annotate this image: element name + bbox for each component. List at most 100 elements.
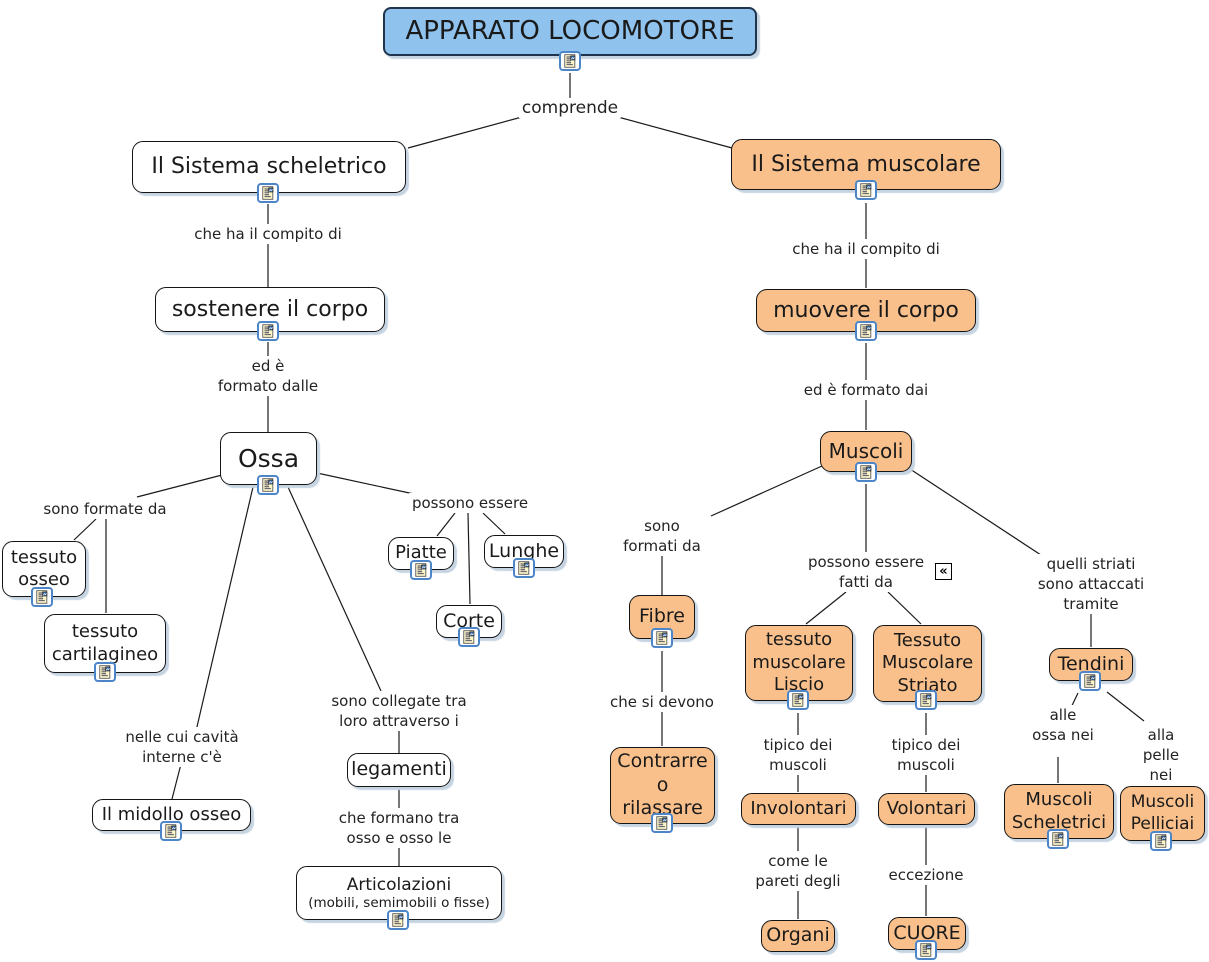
document-icon: [1051, 832, 1065, 846]
resource-icon[interactable]: [855, 180, 877, 200]
resource-icon[interactable]: [513, 558, 535, 578]
document-icon: [391, 913, 405, 927]
node-tessuto-muscolare-striato-label: Tessuto Muscolare Striato: [881, 629, 974, 696]
node-muovere-il-corpo-label: muovere il corpo: [773, 297, 959, 323]
edge-label-quelli-striati[interactable]: quelli striati sono attaccati tramite: [1034, 554, 1148, 614]
resource-icon[interactable]: [915, 940, 937, 960]
document-icon: [791, 693, 805, 707]
edge-label-alle-ossa-nei[interactable]: alle ossa nei: [1029, 705, 1097, 745]
node-tessuto-muscolare-liscio-label: tessuto muscolare Liscio: [752, 629, 846, 696]
document-icon: [655, 816, 669, 830]
resource-icon[interactable]: [787, 690, 809, 710]
node-sostenere-il-corpo-label: sostenere il corpo: [171, 296, 369, 322]
node-cuore[interactable]: CUORE: [888, 917, 966, 950]
node-volontari-label: Volontari: [886, 797, 967, 819]
document-icon: [859, 183, 873, 197]
resource-icon[interactable]: [651, 813, 673, 833]
document-icon: [563, 54, 577, 68]
edge-label-comprende[interactable]: comprende: [518, 98, 622, 118]
resource-icon[interactable]: [559, 51, 581, 71]
edge-label-compito-dx[interactable]: che ha il compito di: [789, 239, 943, 259]
resource-icon[interactable]: [410, 560, 432, 580]
node-involontari[interactable]: Involontari: [741, 793, 856, 825]
node-sistema-muscolare[interactable]: Il Sistema muscolare: [731, 139, 1001, 190]
node-corte-label: Corte: [443, 609, 495, 632]
resource-icon[interactable]: [458, 627, 480, 647]
edge-label-alla-pelle-nei[interactable]: alla pelle nei: [1137, 725, 1185, 785]
node-lunghe-label: Lunghe: [488, 539, 560, 562]
document-icon: [919, 693, 933, 707]
node-legamenti-label: legamenti: [351, 758, 447, 781]
edge-label-che-formano[interactable]: che formano tra osso e osso le: [335, 808, 463, 848]
resource-icon[interactable]: [387, 910, 409, 930]
node-tessuto-cartilagineo-label: tessuto cartilagineo: [51, 621, 159, 665]
document-icon: [1083, 674, 1097, 688]
resource-icon[interactable]: [31, 587, 53, 607]
resource-icon[interactable]: [855, 321, 877, 341]
node-lunghe[interactable]: Lunghe: [484, 535, 564, 568]
document-icon: [164, 824, 178, 838]
node-volontari[interactable]: Volontari: [878, 793, 975, 825]
document-icon: [859, 324, 873, 338]
document-icon: [261, 324, 275, 338]
node-ossa-label: Ossa: [237, 443, 300, 473]
document-icon: [98, 665, 112, 679]
node-ossa[interactable]: Ossa: [220, 432, 317, 485]
edge-label-che-si-devono[interactable]: che si devono: [607, 692, 717, 712]
resource-icon[interactable]: [160, 821, 182, 841]
node-sistema-scheletrico-label: Il Sistema scheletrico: [151, 154, 387, 180]
resource-icon[interactable]: [915, 690, 937, 710]
edge-label-sono-collegate[interactable]: sono collegate tra loro attraverso i: [328, 691, 470, 731]
resource-icon[interactable]: [257, 475, 279, 495]
node-apparato-locomotore[interactable]: APPARATO LOCOMOTORE: [383, 7, 757, 56]
document-icon: [35, 590, 49, 604]
document-icon: [261, 186, 275, 200]
edge-label-nelle-cui-cavita[interactable]: nelle cui cavità interne c'è: [122, 727, 242, 767]
document-icon: [859, 465, 873, 479]
resource-icon[interactable]: [1079, 671, 1101, 691]
node-articolazioni-label: Articolazioni: [346, 874, 452, 895]
edge-label-sono-formate-da[interactable]: sono formate da: [40, 499, 170, 519]
resource-icon[interactable]: [651, 628, 673, 648]
node-fibre-label: Fibre: [639, 605, 685, 628]
edge-label-come-le-pareti[interactable]: come le pareti degli: [752, 851, 844, 891]
resource-icon[interactable]: [855, 462, 877, 482]
edge-label-tipico-2[interactable]: tipico dei muscoli: [888, 735, 964, 775]
node-muscoli-scheletrici-label: Muscoli Scheletrici: [1011, 789, 1107, 833]
edge-label-formato-dalle[interactable]: ed è formato dalle: [214, 356, 322, 396]
collapse-icon[interactable]: «: [935, 563, 952, 580]
node-piatte-label: Piatte: [395, 542, 447, 564]
resource-icon[interactable]: [1150, 831, 1172, 851]
edge-label-possono-essere[interactable]: possono essere: [408, 493, 532, 513]
node-contrarre-o-rilassare[interactable]: Contrarre o rilassare: [610, 747, 715, 824]
node-apparato-locomotore-label: APPARATO LOCOMOTORE: [405, 16, 735, 47]
node-sostenere-il-corpo[interactable]: sostenere il corpo: [155, 287, 385, 332]
edge-label-tipico-1[interactable]: tipico dei muscoli: [760, 735, 836, 775]
node-tessuto-muscolare-liscio[interactable]: tessuto muscolare Liscio: [745, 625, 853, 701]
document-icon: [655, 631, 669, 645]
node-tessuto-osseo-label: tessuto osseo: [10, 546, 78, 591]
node-tendini-label: Tendini: [1057, 652, 1125, 675]
node-tessuto-cartilagineo[interactable]: tessuto cartilagineo: [44, 614, 166, 673]
node-muscoli-label: Muscoli: [828, 439, 904, 463]
document-icon: [414, 563, 428, 577]
edge-label-formato-dai[interactable]: ed è formato dai: [800, 380, 932, 400]
node-legamenti[interactable]: legamenti: [347, 753, 451, 787]
node-involontari-label: Involontari: [750, 797, 847, 819]
edge-label-sono-formati-da[interactable]: sono formati da: [620, 516, 704, 556]
node-cuore-label: CUORE: [893, 921, 961, 944]
node-contrarre-o-rilassare-label: Contrarre o rilassare: [617, 749, 708, 820]
document-icon: [517, 561, 531, 575]
document-icon: [1154, 834, 1168, 848]
document-icon: [919, 943, 933, 957]
resource-icon[interactable]: [94, 662, 116, 682]
edge-label-possono-fatti-da[interactable]: possono essere fatti da: [804, 552, 928, 592]
resource-icon[interactable]: [257, 321, 279, 341]
edge-label-compito-sx[interactable]: che ha il compito di: [191, 224, 345, 244]
resource-icon[interactable]: [257, 183, 279, 203]
edge-label-eccezione[interactable]: eccezione: [885, 865, 967, 885]
node-sistema-muscolare-label: Il Sistema muscolare: [751, 151, 981, 177]
node-articolazioni-sublabel: (mobili, semimobili o fisse): [308, 894, 490, 911]
resource-icon[interactable]: [1047, 829, 1069, 849]
node-organi[interactable]: Organi: [761, 920, 835, 952]
